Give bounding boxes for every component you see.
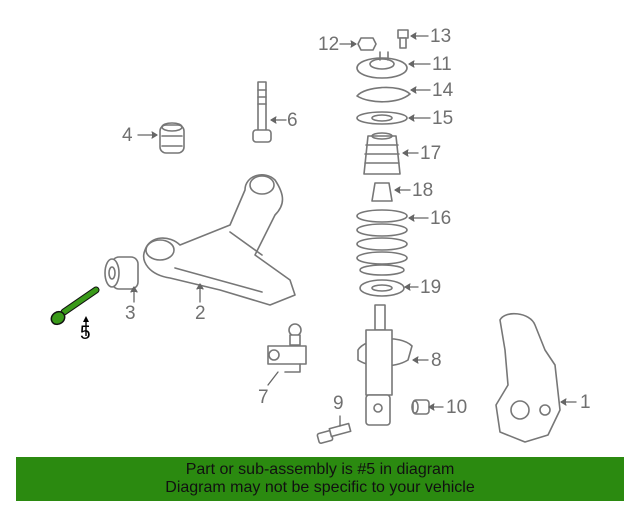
callout-10: 10: [446, 397, 468, 418]
part-9-stud: [316, 422, 352, 444]
callout-6: 6: [287, 110, 298, 131]
callout-19: 19: [420, 277, 442, 298]
part-13-bolt: [397, 29, 409, 49]
part-12-nut: [357, 37, 377, 51]
part-11-mount: [356, 51, 408, 79]
callout-1: 1: [580, 392, 591, 413]
callout-8: 8: [431, 350, 442, 371]
part-6-bolt: [252, 81, 272, 143]
parts-diagram: [49, 29, 577, 444]
callout-12: 12: [318, 34, 340, 55]
part-19-insulator: [359, 279, 405, 297]
callout-16: 16: [430, 208, 452, 229]
callout-14: 14: [432, 80, 454, 101]
callout-3: 3: [125, 303, 136, 324]
leader-lines: [130, 32, 577, 427]
callout-18: 18: [412, 180, 434, 201]
banner-line-part: Part or sub-assembly is #5 in diagram: [185, 461, 455, 478]
callout-15: 15: [432, 108, 454, 129]
info-banner: Part or sub-assembly is #5 in diagram Di…: [16, 457, 624, 501]
part-3-bushing: [104, 256, 139, 290]
part-14-plate: [356, 86, 411, 103]
part-8-strut: [357, 304, 413, 426]
callout-4: 4: [122, 125, 133, 146]
part-18-bumper: [371, 182, 393, 202]
part-1-knuckle: [495, 312, 561, 443]
callout-7: 7: [258, 387, 269, 408]
callout-11: 11: [432, 54, 452, 75]
part-15-washer: [356, 111, 408, 125]
part-4-bushing: [159, 122, 185, 154]
part-17-boot: [363, 132, 401, 175]
banner-line-disclaimer: Diagram may not be specific to your vehi…: [165, 479, 475, 496]
callout-17: 17: [420, 143, 442, 164]
part-2-control-arm: [143, 174, 296, 306]
part-7-ball-joint: [267, 323, 307, 373]
callout-13: 13: [430, 26, 452, 47]
callout-2: 2: [195, 303, 206, 324]
part-16-spring: [356, 209, 408, 276]
callout-9: 9: [333, 393, 344, 414]
part-10-nut: [411, 399, 430, 415]
callout-5[interactable]: 5: [80, 323, 91, 344]
part-5-bolt-highlighted[interactable]: [49, 286, 100, 336]
